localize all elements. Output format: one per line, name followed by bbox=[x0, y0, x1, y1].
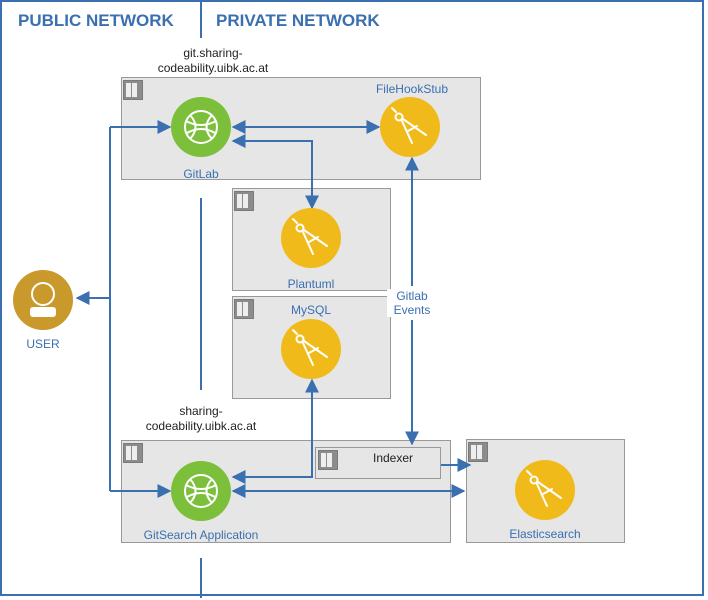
mysql-label: MySQL bbox=[290, 303, 331, 317]
gitlab-host-line1: git.sharing- bbox=[183, 46, 243, 60]
compass-tool-icon bbox=[515, 460, 575, 520]
gitsearch-label: GitSearch Application bbox=[143, 528, 259, 542]
gitlab-events-line1: Gitlab bbox=[387, 289, 437, 303]
elasticsearch-label: Elasticsearch bbox=[509, 527, 581, 541]
globe-icon bbox=[171, 97, 231, 157]
compass-tool-icon bbox=[281, 319, 341, 379]
compass-tool-icon bbox=[281, 208, 341, 268]
plantuml-label: Plantuml bbox=[287, 277, 335, 291]
gitlab-host-line2: codeability.uibk.ac.at bbox=[157, 61, 269, 75]
gitlab-events-line2: Events bbox=[387, 303, 437, 317]
user-label: USER bbox=[26, 337, 60, 351]
gitsearch-host-line1: sharing- bbox=[179, 404, 223, 418]
edge-gitsearch-mysql bbox=[231, 378, 319, 484]
indexer-label: Indexer bbox=[372, 451, 414, 465]
private-network-title: PRIVATE NETWORK bbox=[216, 11, 380, 30]
globe-icon bbox=[171, 461, 231, 521]
compass-tool-icon bbox=[380, 97, 440, 157]
gitlab-label: GitLab bbox=[183, 167, 219, 181]
edge-gitlab-plantuml bbox=[231, 134, 319, 210]
gitsearch-host-line2: codeability.uibk.ac.at bbox=[145, 419, 257, 433]
user-icon bbox=[13, 270, 73, 330]
filehookstub-label: FileHookStub bbox=[375, 82, 449, 96]
public-network-title: PUBLIC NETWORK bbox=[18, 11, 174, 30]
elasticsearch-box bbox=[466, 439, 625, 543]
